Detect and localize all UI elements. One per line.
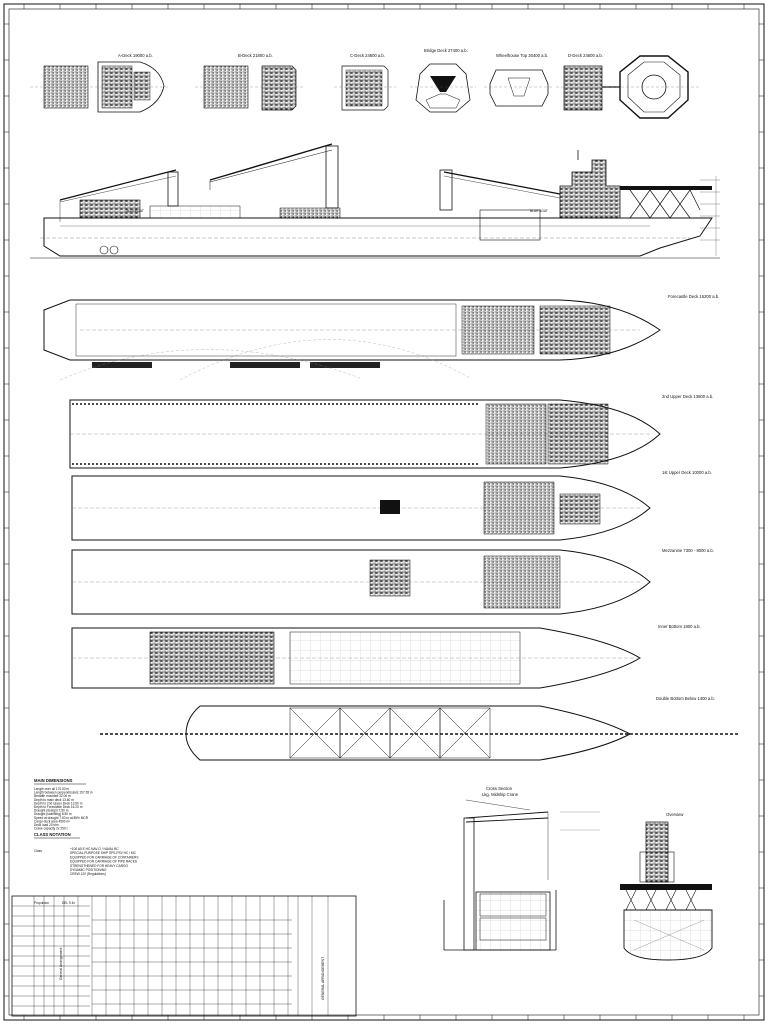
plan-inner-bottom: Inner Bottom 1800 a.b.	[71, 624, 701, 689]
plan-label-forecastle: Forecastle Deck 16200 a.b.	[668, 294, 719, 299]
profile-crane-aft	[59, 169, 179, 222]
main-dimension-line: Depth to main deck 13.60 m	[34, 798, 74, 802]
plan-label-inner-bottom: Inner Bottom 1800 a.b.	[658, 624, 701, 629]
plan-label-mezzanine: Mezzanine 7300 - 8000 a.b.	[662, 548, 714, 553]
profile-ship-name: BLUE BOAT	[126, 209, 144, 213]
overview-end-view: Overview	[620, 812, 713, 961]
cross-section-title: Cross Section	[486, 786, 513, 791]
class-notation-line: EQUIPPED FOR CARRIAGE OF PIPE RACKS	[70, 860, 137, 864]
deck-label-bridge: Bridge Deck 27400 a.b.	[424, 48, 468, 53]
plan-label-double-bottom: Double Bottom Below 1400 a.b.	[656, 696, 715, 701]
plan-views: Forecastle Deck 16200 a.b. 2nd Upper Dec…	[43, 294, 740, 761]
plan-1st-upper-deck: 1st Upper Deck 10000 a.b.	[71, 470, 712, 541]
deck-label-wheelhouse: Wheelhouse Top 30400 a.b.	[496, 53, 548, 58]
class-notation-line: CREW 120 (Regulations)	[70, 872, 106, 876]
profile-crane-fwd	[439, 169, 561, 211]
deck-plan-bridge: Bridge Deck 27400 a.b.	[410, 48, 476, 113]
title-block: General Arrangement GENERAL ARRANGEMENT	[11, 895, 357, 1017]
deck-label-d: D-Deck 24600 a.b.	[568, 53, 603, 58]
class-notation-title: CLASS NOTATION	[34, 832, 71, 837]
deck-label-b: B-Deck 21800 a.b.	[238, 53, 273, 58]
main-dimension-line: Cargo deck area 4500 m²	[34, 819, 70, 823]
main-dimensions-title: MAIN DIMENSIONS	[34, 778, 73, 783]
sheet-border	[3, 3, 765, 1021]
profile-ship-name-fwd: BLUE BOAT	[530, 209, 548, 213]
plan-mezzanine: Mezzanine 7300 - 8000 a.b.	[71, 548, 714, 615]
profile-elevation: BLUE BOAT BLUE BOAT	[30, 143, 720, 259]
main-dimension-line: Crane capacity 2x 250 t	[34, 827, 68, 831]
main-dimension-line: Draught (scantling) 8.50 m	[34, 812, 72, 816]
plan-double-bottom: Double Bottom Below 1400 a.b.	[100, 696, 740, 761]
deck-plans-top: A-Deck 19000 a.b. B-Deck 21800 a.b. C-De…	[30, 48, 700, 119]
plan-2nd-upper-deck: 2nd Upper Deck 13600 a.b.	[69, 394, 713, 469]
class-notation-line: EQUIPPED FOR CARRIAGE OF CONTAINERS	[70, 855, 138, 859]
main-dimension-line: Speed at draught 7.50 m at 85% MCR	[34, 816, 89, 820]
deck-plan-b: B-Deck 21800 a.b.	[195, 53, 305, 111]
profile-crane-mid	[209, 143, 339, 209]
main-dimension-line: Length between perpendiculars 157.65 m	[34, 791, 93, 795]
plan-forecastle-deck: Forecastle Deck 16200 a.b.	[43, 294, 719, 381]
title-block-drawing-title: GENERAL ARRANGEMENT	[321, 957, 325, 1000]
main-dimension-line: Depth to Forecastle Deck 16.20 m	[34, 805, 83, 809]
class-label: Class	[34, 849, 42, 853]
deck-label-c: C-Deck 24600 a.b.	[350, 53, 385, 58]
class-notation-line: SPECIAL PURPOSE SHIP SPS-PSV HC / MC	[70, 851, 137, 855]
propulsion-label: Propulsion	[34, 901, 49, 905]
class-notation-line: STRENGTHENED FOR HEAVY CARGO	[70, 864, 128, 868]
plan-label-1st-upper: 1st Upper Deck 10000 a.b.	[662, 470, 712, 475]
cross-section-subtitle: Lkg. Midship Crane	[482, 792, 519, 797]
title-block-project: General Arrangement	[59, 948, 63, 980]
deck-plan-a: A-Deck 19000 a.b.	[30, 53, 170, 113]
plan-label-2nd-upper: 2nd Upper Deck 13600 a.b.	[662, 394, 713, 399]
cross-section-view: Cross Section Lkg. Midship Crane	[443, 786, 600, 951]
deck-plan-d-helideck: D-Deck 24600 a.b.	[556, 53, 700, 119]
class-notation-line: DYNAMIC POSITIONING	[70, 868, 107, 872]
deck-plan-wheelhouse: Wheelhouse Top 30400 a.b.	[484, 53, 554, 107]
deck-label-a: A-Deck 19000 a.b.	[118, 53, 153, 58]
main-dimension-line: Length over all 170.00 m	[34, 787, 69, 791]
class-notation-line: +100 A5 E HC NAV-O / NAVAL BC	[70, 847, 119, 851]
overview-title: Overview	[666, 812, 684, 817]
deck-plan-c: C-Deck 24600 a.b.	[334, 53, 396, 111]
main-dimension-line: Draught (design) 7.50 m	[34, 809, 69, 813]
main-dimensions-block: MAIN DIMENSIONS Length over all 170.00 m…	[34, 778, 138, 905]
main-dimension-line: Depth to 2nd Upper Deck 13.60 m	[34, 801, 83, 805]
main-dimension-line: Breadth moulded 32.00 m	[34, 794, 71, 798]
propulsion-value: DEL 5 4x	[62, 901, 75, 905]
main-dimension-line: Deck load 20 t/m²	[34, 823, 59, 827]
